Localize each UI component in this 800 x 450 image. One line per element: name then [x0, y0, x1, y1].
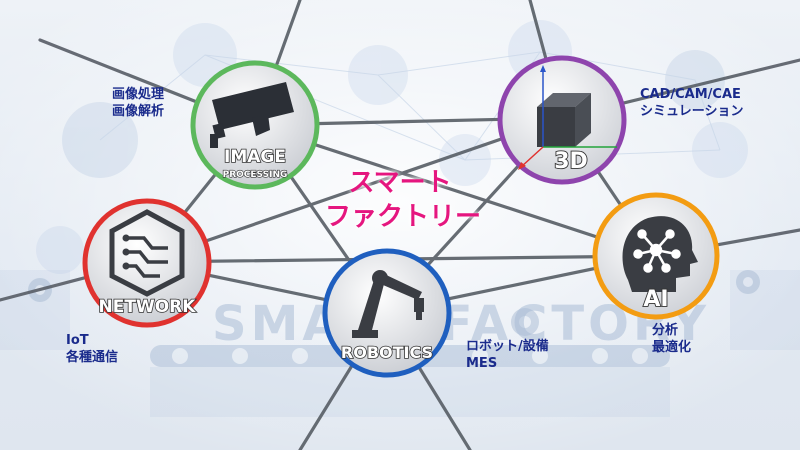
node-3d-label: 3D [554, 149, 588, 174]
desc-ai-line2: 最適化 [652, 340, 692, 355]
desc-3d-line1: CAD/CAM/CAE [640, 87, 741, 102]
desc-image-line2: 画像解析 [112, 104, 165, 119]
desc-robotics-line1: ロボット/設備 [466, 339, 549, 354]
center-title-line2: ファクトリー [325, 202, 482, 232]
node-ai: AI [592, 192, 720, 320]
desc-robotics: ロボット/設備 MES [466, 338, 549, 372]
node-robotics: ROBOTICS [322, 248, 452, 378]
desc-3d-line2: シミュレーション [640, 104, 744, 119]
desc-network-line2: 各種通信 [66, 350, 119, 365]
node-robotics-label: ROBOTICS [341, 343, 433, 362]
desc-robotics-line2: MES [466, 356, 498, 371]
desc-image-processing: 画像処理 画像解析 [112, 86, 164, 120]
security-camera-icon [210, 82, 294, 148]
node-image-label-line2: PROCESSING [223, 170, 288, 180]
link-image-ai [253, 123, 657, 258]
center-title-line1: スマート [348, 168, 452, 198]
desc-3d: CAD/CAM/CAE シミュレーション [640, 86, 743, 120]
node-image-label-line1: IMAGE [224, 147, 286, 167]
node-network: NETWORK [82, 198, 212, 328]
desc-ai-line1: 分析 [652, 323, 679, 338]
desc-network: IoT 各種通信 [66, 332, 118, 366]
ai-head-icon [622, 216, 698, 292]
desc-network-line1: IoT [66, 333, 89, 348]
faint-gears [28, 270, 760, 336]
robot-arm-icon [352, 270, 424, 338]
node-ai-label: AI [643, 287, 668, 312]
node-image-processing: IMAGE PROCESSING [190, 60, 320, 190]
node-3d: 3D [497, 55, 627, 185]
link-network-3d [143, 116, 564, 264]
circuit-hexagon-icon [109, 209, 185, 297]
faint-conveyor [0, 270, 800, 417]
desc-image-line1: 画像処理 [112, 87, 165, 102]
cube-3d-icon [518, 65, 617, 170]
node-network-label: NETWORK [99, 297, 197, 317]
desc-ai: 分析 最適化 [652, 322, 691, 356]
center-title: スマート ファクトリー [325, 166, 482, 234]
